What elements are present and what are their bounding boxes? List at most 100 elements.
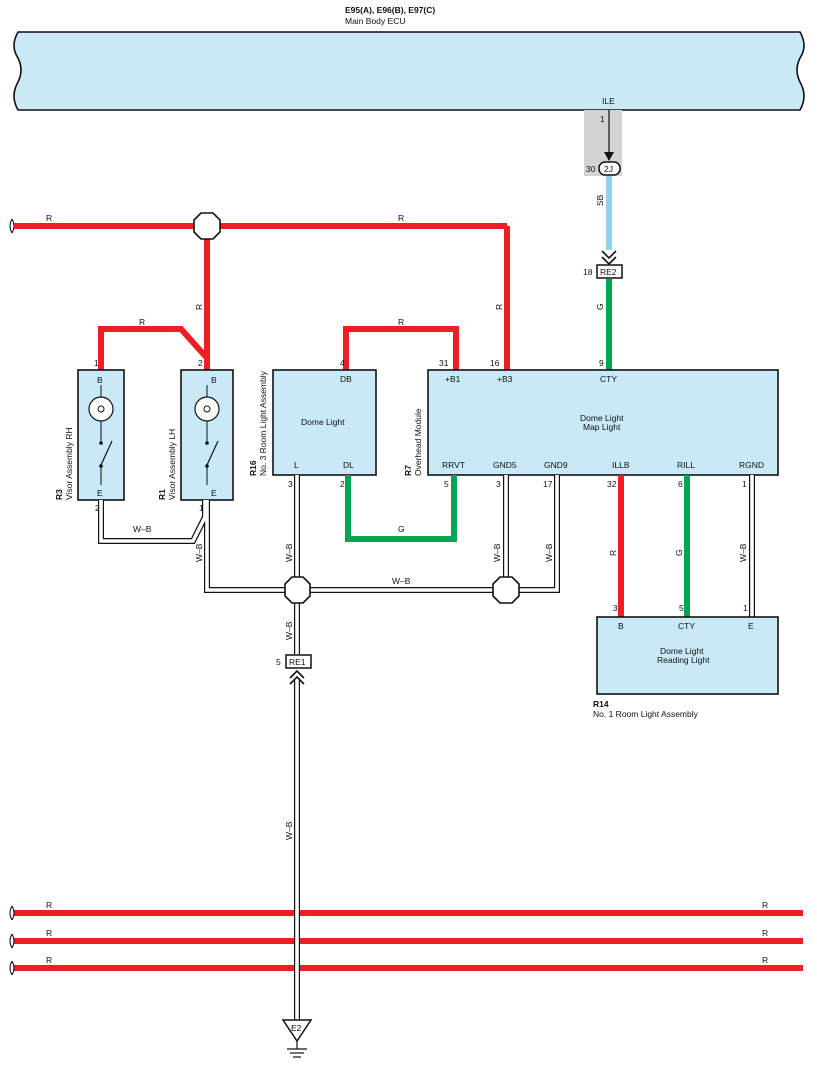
r16-term-l: L (294, 460, 299, 470)
r7-term-gnd5: GND5 (493, 460, 517, 470)
r14-code: R14 (593, 699, 609, 709)
r16-box (272, 369, 377, 476)
wire-label-g-loop: G (398, 524, 405, 534)
r1-pin-b-num: 2 (198, 358, 203, 368)
r14-box (596, 616, 779, 695)
r7-pin-rrvt: 5 (444, 479, 449, 489)
connector-re1-label: RE1 (289, 657, 306, 667)
r7-term-b3: +B3 (497, 374, 513, 384)
junction-2j (598, 161, 621, 176)
wire-label-r-bus-4: R (762, 928, 768, 938)
ground-label: E2 (291, 1023, 302, 1033)
r1-switch-icon (206, 440, 219, 466)
ecu-box (13, 31, 805, 111)
wire-label-r-bus-3: R (46, 928, 52, 938)
r3-term-e: E (97, 488, 103, 498)
connector-re1-pin: 5 (276, 657, 281, 667)
r16-pin-l: 3 (288, 479, 293, 489)
r7-name: Overhead Module (413, 408, 423, 476)
wire-label-wb-4: W–B (392, 576, 411, 586)
connector-re2-label: RE2 (600, 267, 617, 277)
r7-term-rgnd: RGND (739, 460, 764, 470)
r7-term-rrvt: RRVT (442, 460, 465, 470)
break-left-top (9, 218, 15, 234)
r14-inner-1: Dome Light (660, 646, 704, 656)
wire-label-wb-6: W–B (544, 543, 554, 562)
r1-name: Visor Assembly LH (167, 429, 177, 500)
ecu-name: Main Body ECU (345, 16, 405, 26)
r7-term-cty: CTY (600, 374, 617, 384)
r7-term-rill: RILL (677, 460, 695, 470)
r16-inner: Dome Light (301, 417, 345, 427)
ground-triangle-icon (281, 1019, 313, 1043)
wire-label-g-cty: G (595, 303, 605, 310)
ecu-pin-1: 1 (600, 114, 605, 124)
re1-chevron-2 (289, 675, 305, 685)
r1-pin-e-num: 1 (199, 503, 204, 513)
re2-chevron-2 (601, 256, 617, 266)
wire-label-r-4: R (494, 304, 504, 310)
r3-bulb-icon (88, 396, 114, 422)
r3-switch-icon (100, 440, 113, 466)
junction-2j-label: 2J (604, 164, 613, 174)
r7-pin-gnd9: 17 (543, 479, 553, 489)
r3-pin-b-num: 1 (94, 358, 99, 368)
connector-re1 (285, 654, 312, 669)
r7-pin-rill: 6 (678, 479, 683, 489)
wire-label-r-5: R (139, 317, 145, 327)
r14-pin-cty: 5 (679, 603, 684, 613)
ecu-codes: E95(A), E96(B), E97(C) (345, 5, 435, 15)
r7-term-b1: +B1 (445, 374, 461, 384)
r14-term-cty: CTY (678, 621, 695, 631)
connector-re2 (596, 264, 623, 279)
r7-pin-cty: 9 (599, 358, 604, 368)
r1-term-e: E (211, 488, 217, 498)
r14-inner-2: Reading Light (657, 655, 710, 665)
wire-label-r-bus-1: R (46, 900, 52, 910)
junction-pin-30: 30 (586, 164, 596, 174)
r3-code: R3 (54, 489, 64, 500)
r16-pin-dl: 2 (340, 479, 345, 489)
r3-term-b: B (97, 375, 103, 385)
r16-code: R16 (248, 460, 258, 476)
ecu-terminal-ile: ILE (602, 96, 615, 106)
r7-pin-gnd5: 3 (496, 479, 501, 489)
wire-label-r-3: R (194, 304, 204, 310)
wire-label-wb-7: W–B (284, 621, 294, 640)
r14-term-b: B (618, 621, 624, 631)
splice-wb-left (284, 576, 311, 604)
r7-code: R7 (403, 465, 413, 476)
wire-label-r-1: R (46, 213, 52, 223)
ecu-arrow (604, 152, 614, 161)
wire-label-r-bus-6: R (762, 955, 768, 965)
r16-name: No. 3 Room Light Assembly (258, 370, 268, 476)
wire-r-db-b1 (343, 326, 459, 370)
wire-label-wb-2: W–B (194, 543, 204, 562)
splice-top (193, 212, 221, 240)
re1-chevron-1 (289, 669, 305, 679)
r7-pin-b1: 31 (439, 358, 449, 368)
r14-term-e: E (748, 621, 754, 631)
r7-term-illb: ILLB (612, 460, 630, 470)
wire-label-r-6: R (398, 317, 404, 327)
connector-re2-pin: 18 (583, 267, 593, 277)
r14-name: No. 1 Room Light Assembly (593, 709, 699, 719)
r3-name: Visor Assembly RH (64, 427, 74, 500)
r7-term-gnd9: GND9 (544, 460, 568, 470)
wire-label-wb-1: W–B (133, 524, 152, 534)
r14-pin-b: 3 (613, 603, 618, 613)
wire-g-dl-rrvt (345, 475, 457, 542)
r7-inner-2: Map Light (583, 422, 621, 432)
r16-pin-db: 4 (340, 358, 345, 368)
r14-pin-e: 1 (743, 603, 748, 613)
r7-pin-b3: 16 (490, 358, 500, 368)
splice-wb-right (492, 576, 520, 604)
bottom-red-bus (9, 905, 803, 976)
r7-box (427, 369, 779, 476)
wire-label-sb: SB (595, 194, 605, 206)
r16-term-dl: DL (343, 460, 354, 470)
wire-label-wb-8: W–B (284, 821, 294, 840)
r1-bulb-icon (194, 396, 220, 422)
wire-label-g-rill: G (674, 549, 684, 556)
